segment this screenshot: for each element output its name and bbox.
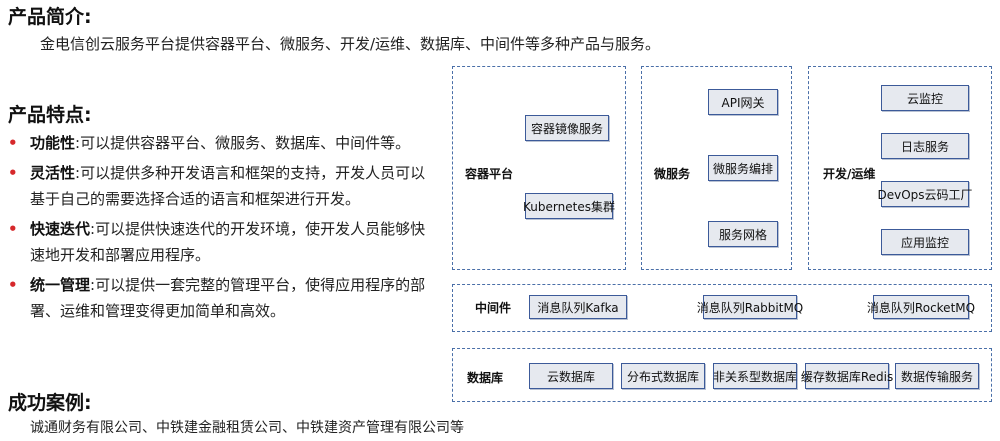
service-box[interactable]: 缓存数据库Redis xyxy=(801,363,893,389)
intro-text: 金电信创云服务平台提供容器平台、微服务、开发/运维、数据库、中间件等多种产品与服… xyxy=(40,35,661,53)
cases-text: 诚通财务有限公司、中铁建金融租赁公司、中铁建资产管理有限公司等 xyxy=(30,420,464,436)
bullet-icon: • xyxy=(8,134,18,152)
service-box[interactable]: 应用监控 xyxy=(881,229,969,255)
service-box[interactable]: Kubernetes集群 xyxy=(523,193,615,219)
panel-devops: 开发/运维 云监控 日志服务 DevOps云码工厂 应用监控 xyxy=(808,66,992,270)
feature-item: • 快速迭代:可以提供快速迭代的开发环境，使开发人员能够快速地开发和部署应用程序… xyxy=(8,216,438,268)
panel-microservice: 微服务 API网关 微服务编排 服务网格 xyxy=(641,66,792,270)
service-box[interactable]: 消息队列Kafka xyxy=(529,295,627,319)
feature-item: • 统一管理:可以提供一套完整的管理平台，使得应用程序的部署、运维和管理变得更加… xyxy=(8,272,438,324)
panel-label: 数据库 xyxy=(467,371,504,385)
feature-term: 统一管理 xyxy=(30,276,91,294)
feature-item: • 灵活性:可以提供多种开发语言和框架的支持，开发人员可以基于自己的需要选择合适… xyxy=(8,160,438,212)
feature-text: :可以提供容器平台、微服务、数据库、中间件等。 xyxy=(75,134,411,152)
bullet-icon: • xyxy=(8,276,18,294)
features-title: 产品特点: xyxy=(8,104,92,126)
feature-text: :可以提供一套完整的管理平台，使得应用程序的部署、运维和管理变得更加简单和高效。 xyxy=(30,276,426,320)
feature-text: :可以提供快速迭代的开发环境，使开发人员能够快速地开发和部署应用程序。 xyxy=(30,220,426,264)
service-box[interactable]: 微服务编排 xyxy=(708,155,778,181)
intro-title: 产品简介: xyxy=(8,6,92,28)
feature-text: :可以提供多种开发语言和框架的支持，开发人员可以基于自己的需要选择合适的语言和框… xyxy=(30,164,426,208)
panel-database: 数据库 云数据库 分布式数据库 非关系型数据库 缓存数据库Redis 数据传输服… xyxy=(452,348,992,402)
service-box[interactable]: 消息队列RocketMQ xyxy=(867,295,975,319)
cases-title: 成功案例: xyxy=(8,392,92,414)
service-box[interactable]: 非关系型数据库 xyxy=(713,363,797,389)
panel-middleware: 中间件 消息队列Kafka 消息队列RabbitMQ 消息队列RocketMQ xyxy=(452,284,992,332)
service-box[interactable]: 服务网格 xyxy=(708,221,778,247)
service-box[interactable]: 容器镜像服务 xyxy=(525,115,609,141)
service-box[interactable]: 云监控 xyxy=(881,85,969,111)
panel-label: 开发/运维 xyxy=(823,167,876,181)
panel-container-platform: 容器平台 容器镜像服务 Kubernetes集群 xyxy=(452,66,626,270)
panel-label: 微服务 xyxy=(654,167,691,181)
features-list: • 功能性:可以提供容器平台、微服务、数据库、中间件等。 • 灵活性:可以提供多… xyxy=(8,130,438,324)
feature-term: 灵活性 xyxy=(30,164,76,182)
feature-term: 快速迭代 xyxy=(30,220,91,238)
service-box[interactable]: DevOps云码工厂 xyxy=(877,181,973,207)
service-box[interactable]: API网关 xyxy=(708,89,778,115)
service-box[interactable]: 云数据库 xyxy=(529,363,613,389)
bullet-icon: • xyxy=(8,220,18,238)
service-box[interactable]: 分布式数据库 xyxy=(621,363,705,389)
bullet-icon: • xyxy=(8,164,18,182)
panel-label: 中间件 xyxy=(475,301,512,315)
feature-item: • 功能性:可以提供容器平台、微服务、数据库、中间件等。 xyxy=(8,130,438,156)
service-box[interactable]: 消息队列RabbitMQ xyxy=(697,295,803,319)
service-box[interactable]: 数据传输服务 xyxy=(895,363,979,389)
feature-term: 功能性 xyxy=(30,134,76,152)
service-box[interactable]: 日志服务 xyxy=(881,133,969,159)
panel-label: 容器平台 xyxy=(465,167,514,181)
